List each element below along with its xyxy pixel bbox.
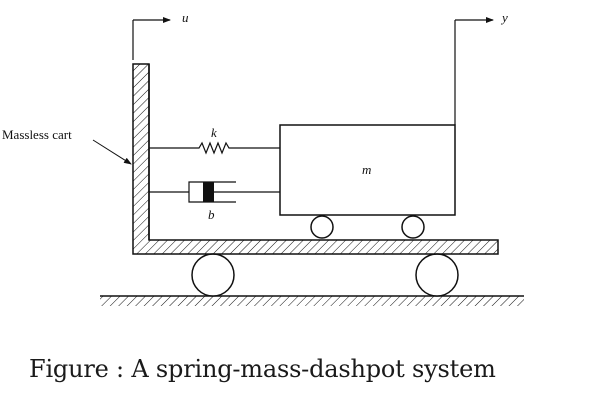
input-displacement-arrow — [132, 17, 171, 60]
spring-label: k — [211, 125, 217, 140]
dashpot-label: b — [208, 207, 215, 222]
cart-pointer-arrow — [92, 139, 132, 165]
ground — [100, 295, 524, 306]
mass-wheel-left — [310, 215, 334, 239]
input-variable-label: u — [182, 10, 189, 25]
cart-wheel-left — [191, 253, 235, 297]
cart-wheel-right — [415, 253, 459, 297]
mass-label: m — [362, 162, 371, 177]
figure-caption: Figure : A spring-mass-dashpot system — [29, 355, 496, 383]
output-displacement-arrow — [454, 17, 494, 125]
mass-block — [279, 124, 456, 216]
spring — [149, 141, 280, 155]
dashpot — [149, 181, 280, 203]
massless-cart — [132, 63, 499, 255]
cart-label: Massless cart — [2, 127, 72, 142]
mass-wheel-right — [401, 215, 425, 239]
output-variable-label: y — [500, 10, 508, 25]
